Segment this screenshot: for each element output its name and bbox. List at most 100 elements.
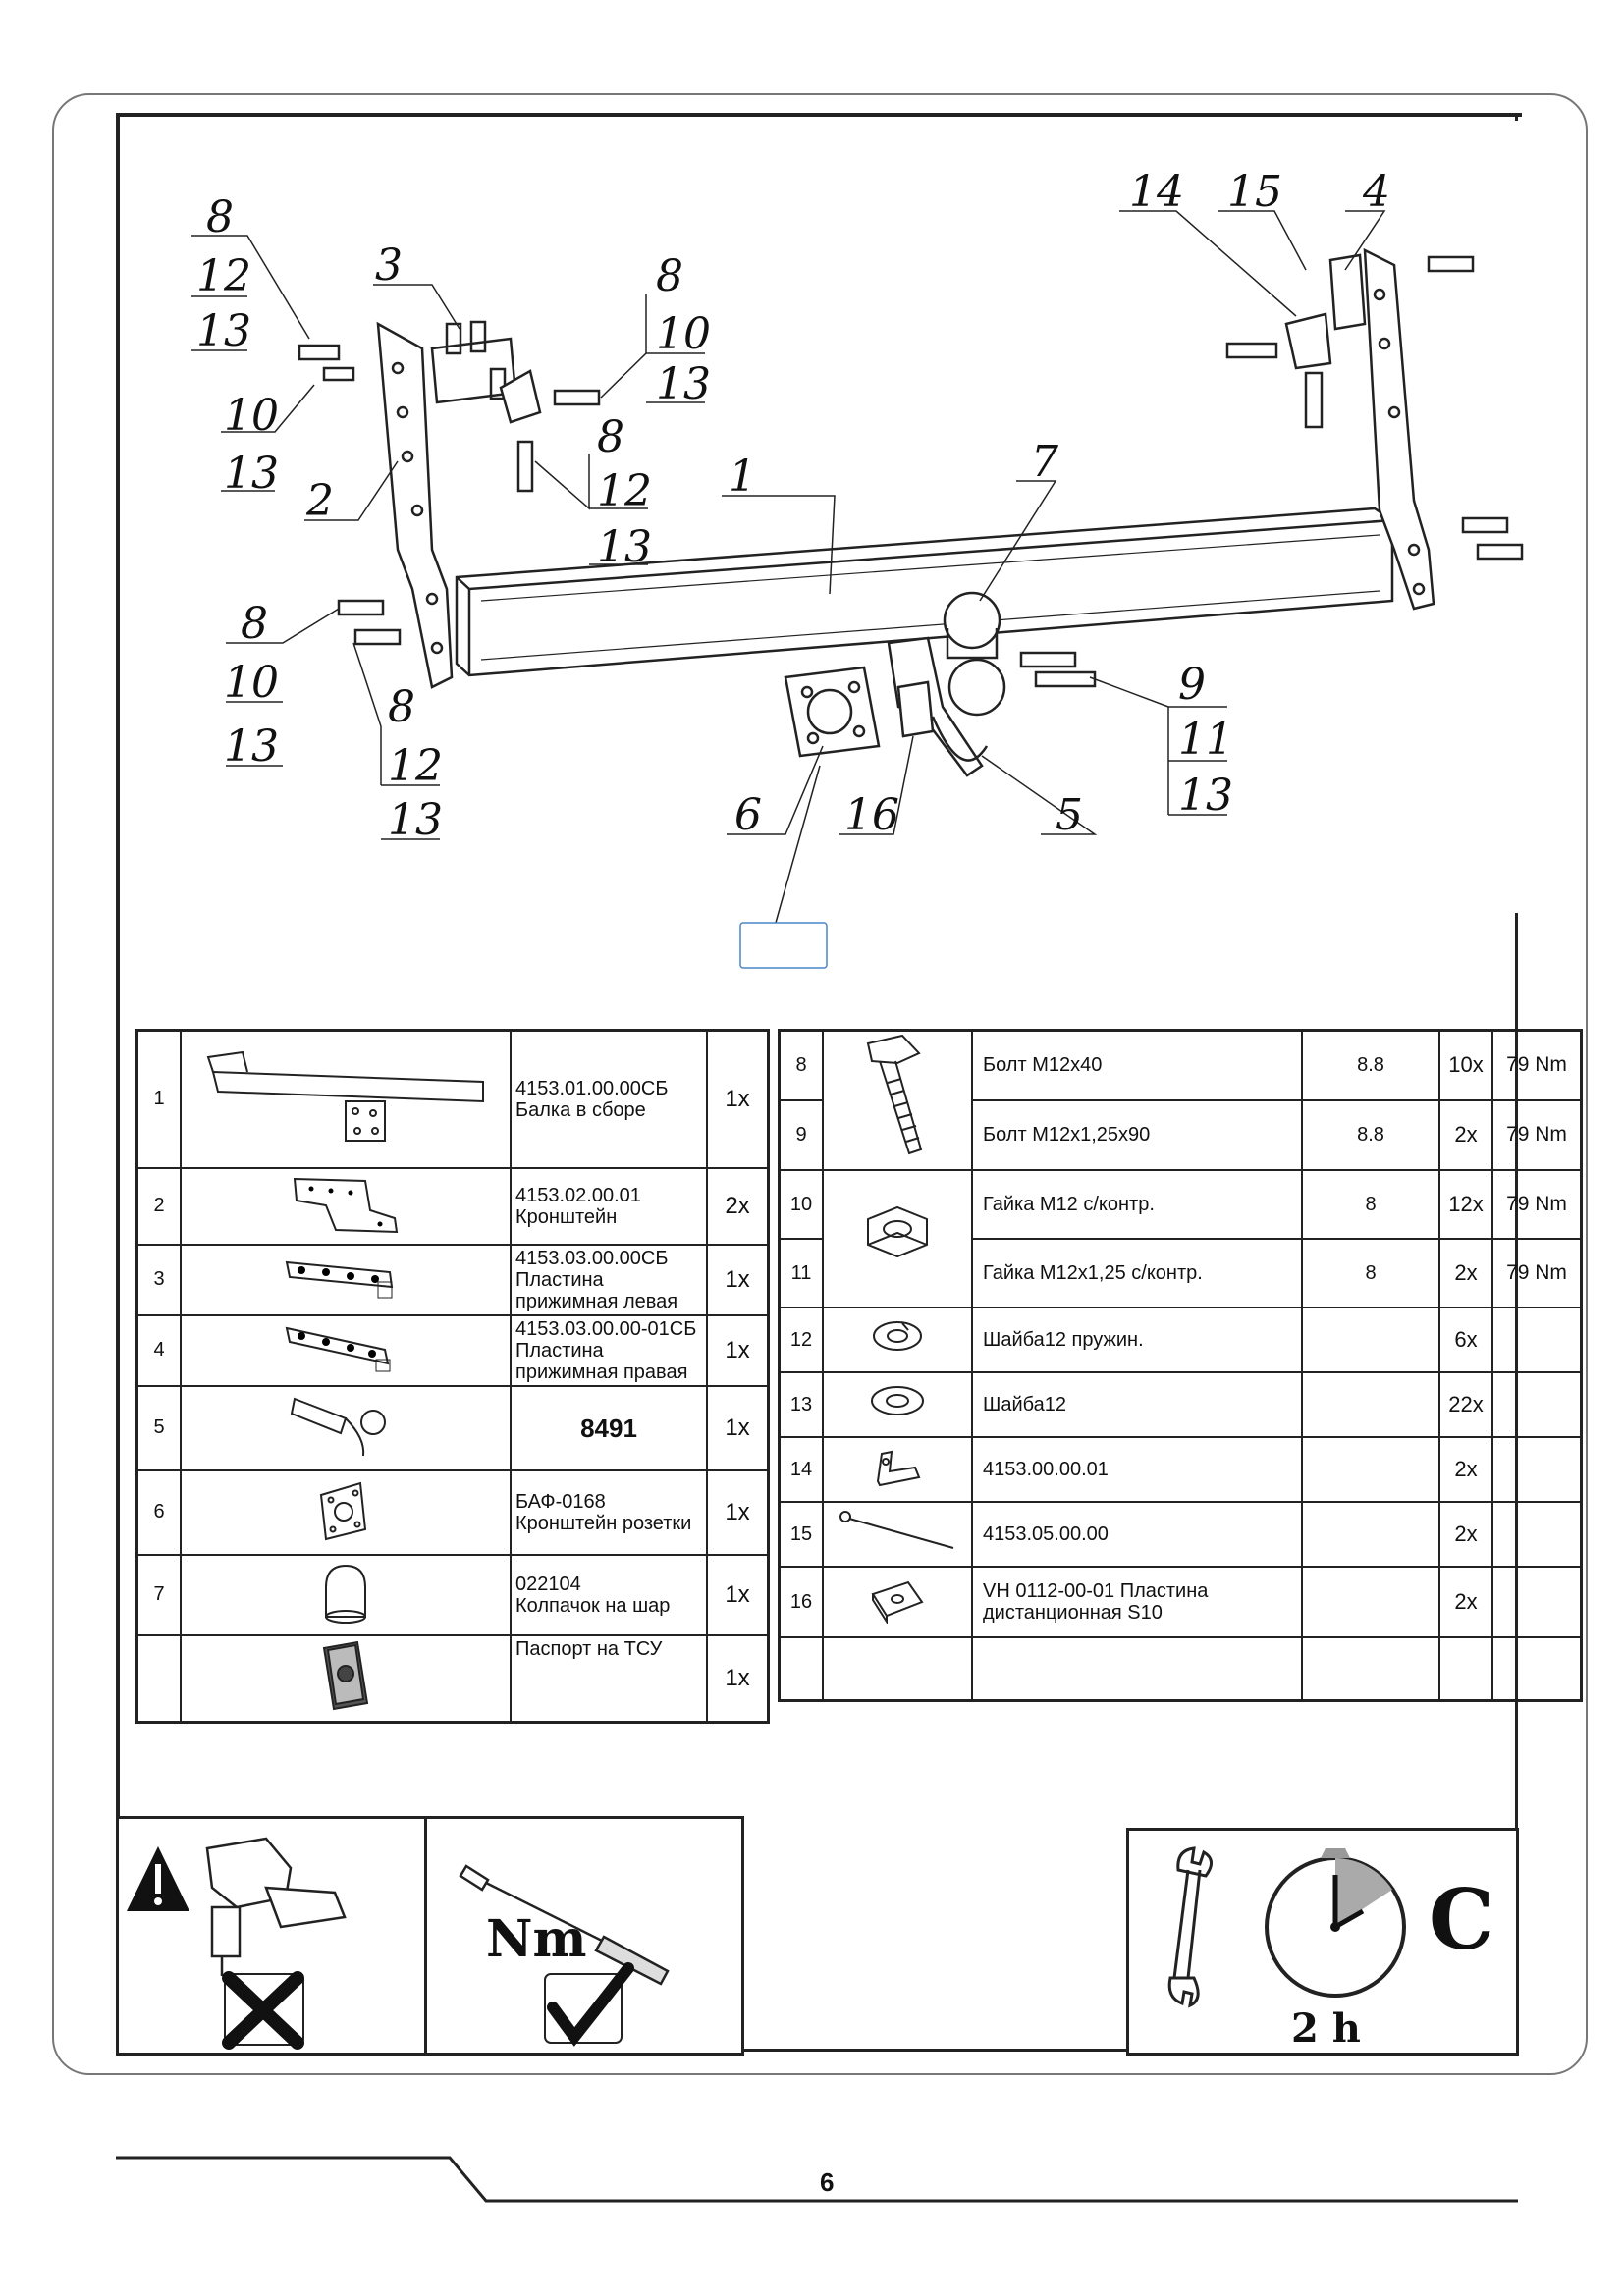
strength-class [1301,1371,1440,1438]
table-row: 15 4153.05.00.00 2x [778,1501,1583,1568]
part-number: 12 [778,1307,824,1373]
callout-8: 8 [656,251,683,301]
clamp-plate-right-part [1284,253,1367,429]
spacer-plate-icon [822,1566,973,1638]
part-quantity: 22x [1438,1371,1493,1438]
callout-13: 13 [1178,771,1233,821]
torque-label: Nm [486,1909,587,1969]
callout-12: 12 [388,741,443,791]
content-border-right-top [1515,113,1518,121]
part-quantity: 1x [706,1553,770,1636]
part-number: 4 [135,1313,182,1387]
bolt-icon [822,1029,973,1171]
callout-13: 13 [388,795,443,845]
nut-icon [822,1169,973,1308]
strength-class: 8 [1301,1238,1440,1308]
part-quantity [1438,1636,1493,1701]
part-quantity: 1x [706,1384,770,1471]
callout-13: 13 [224,449,279,499]
strength-class [1301,1307,1440,1373]
part-name: Гайка М12х1,25 с/контр. [971,1238,1303,1308]
torque-wrench-icon [459,1864,670,1986]
part-name: Шайба12 пружин. [971,1307,1303,1373]
right-bracket-part [1363,247,1435,611]
callout-12: 12 [597,466,652,516]
angle-bracket-icon [822,1436,973,1503]
part-number: 3 [135,1243,182,1316]
beam-icon [180,1029,512,1169]
left-bracket-part [376,321,454,689]
washer-icon [822,1371,973,1438]
part-quantity: 2x [1438,1238,1493,1308]
part-name: Кронштейн розетки [515,1512,692,1534]
part-name: Колпачок на шар [515,1594,671,1617]
part-number: 7 [135,1553,182,1636]
callout-8: 8 [241,599,268,649]
plate-left-icon [180,1243,512,1316]
part-quantity: 2x [706,1166,770,1246]
tightening-torque: 79 Nm [1491,1029,1583,1101]
part-description: Паспорт на ТСУ [510,1633,708,1723]
table-row: Паспорт на ТСУ 1x [135,1633,770,1723]
warning-icon [127,1846,189,1911]
callout-15: 15 [1227,167,1282,217]
callout-13: 13 [224,721,279,772]
callout-16: 16 [844,790,899,840]
difficulty-grade: C [1429,1871,1494,1968]
tightening-torque [1491,1501,1583,1568]
empty-label-box [739,922,828,969]
part-number: 13 [778,1371,824,1438]
content-border [116,113,1522,2056]
cable-tie-icon [822,1501,973,1568]
clamp-plate-left-part [430,320,542,424]
content-border-bottom [116,2049,1518,2052]
part-code: 4153.01.00.00СБ [515,1077,669,1099]
installation-time: 2 h [1291,2005,1361,2052]
table-row: 9 Болт М12х1,25х90 8.8 2x 79 Nm [778,1098,1583,1172]
strength-class [1301,1636,1440,1701]
callout-13: 13 [656,359,711,409]
part-number: 9 [778,1098,824,1172]
part-number [778,1636,824,1701]
bracket-icon [180,1166,512,1246]
callout-10: 10 [224,658,279,708]
strength-class: 8.8 [1301,1098,1440,1172]
part-number: 6 [135,1468,182,1556]
part-quantity: 1x [706,1633,770,1723]
passport-icon [180,1633,512,1723]
callout-7: 7 [1031,437,1058,487]
part-name: Паспорт на ТСУ [515,1637,663,1660]
part-number: 14 [778,1436,824,1503]
socket-bracket-part [784,666,881,758]
plate-right-icon [180,1313,512,1387]
part-number: 16 [778,1566,824,1638]
part-number: 8 [778,1029,824,1101]
part-number: 11 [778,1238,824,1308]
callout-10: 10 [224,391,279,441]
exploded-assembly-drawing: 8 12 13 10 13 2 3 8 10 13 8 12 13 1 7 14… [191,167,1524,969]
table-row: 5 8491 1x [135,1384,770,1471]
callout-3: 3 [375,240,403,291]
table-row: 12 Шайба12 пружин. 6x [778,1307,1583,1373]
part-number: 2 [135,1166,182,1246]
part-quantity: 1x [706,1029,770,1169]
part-code: БАФ-0168 [515,1490,606,1513]
part-description: 8491 [510,1384,708,1471]
part-number: 15 [778,1501,824,1568]
ball-cap-icon [180,1553,512,1636]
tightening-torque: 79 Nm [1491,1238,1583,1308]
callout-8: 8 [206,192,234,242]
beam-part [455,507,1394,677]
table-row [778,1636,1583,1701]
part-quantity: 1x [706,1468,770,1556]
strength-class [1301,1436,1440,1503]
part-code: 022104 [515,1573,581,1595]
